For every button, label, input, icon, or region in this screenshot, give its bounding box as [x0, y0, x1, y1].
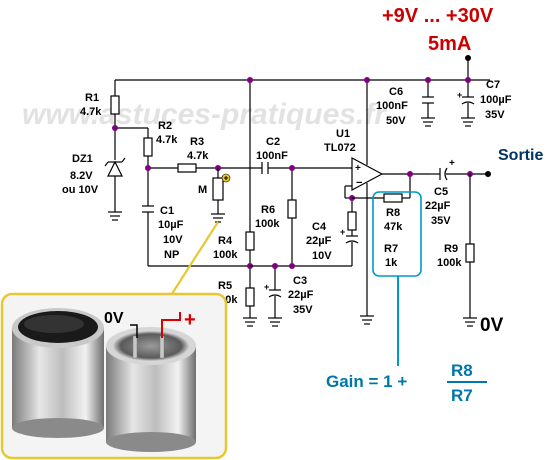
- supply-voltage-label: +9V ... +30V: [382, 5, 494, 27]
- microphone-inset: 0V +: [0, 292, 228, 460]
- gain-formula: Gain = 1 + R8 R7: [326, 361, 487, 405]
- resistor-r1: [110, 95, 120, 160]
- dz1-ref: DZ1: [72, 153, 93, 165]
- c7-value: 100µF: [480, 94, 512, 106]
- c2-ref: C2: [266, 136, 280, 148]
- c5-ref: C5: [434, 186, 448, 198]
- gain-prefix: Gain = 1 +: [326, 372, 407, 391]
- capacitor-c1: [142, 205, 250, 267]
- capacitor-c2: [261, 162, 352, 174]
- r6-ref: R6: [261, 204, 275, 216]
- junction-dot: [145, 165, 151, 171]
- r1-value: 4.7k: [80, 106, 102, 118]
- mic-callout-line: [167, 221, 219, 301]
- gain-denominator: R7: [451, 386, 473, 405]
- c3-value: 22µF: [288, 289, 314, 301]
- c6-voltage: 50V: [386, 115, 406, 127]
- dz1-alt-voltage: ou 10V: [62, 184, 99, 196]
- microphone-m: [211, 168, 231, 223]
- junction-dot: [247, 77, 253, 83]
- dz1-voltage: 8.2V: [70, 170, 93, 182]
- svg-text:+: +: [449, 158, 455, 169]
- junction-dot: [289, 263, 295, 269]
- r4-ref: R4: [218, 235, 233, 247]
- c1-ref: C1: [160, 205, 174, 217]
- mic-zero-label: 0V: [104, 310, 124, 327]
- c7-voltage: 35V: [485, 109, 505, 121]
- top-rail-wire: [114, 79, 490, 96]
- r2-value: 4.7k: [156, 134, 178, 146]
- junction-dot: [364, 77, 370, 83]
- r1-ref: R1: [85, 92, 99, 104]
- junction-dot: [272, 263, 278, 269]
- supply-current-label: 5mA: [428, 33, 471, 55]
- c3-voltage: 35V: [293, 304, 313, 316]
- r3-ref: R3: [190, 136, 204, 148]
- capacitor-c4: +: [340, 227, 359, 266]
- resistor-r7: [347, 211, 357, 236]
- r9-value: 100k: [437, 257, 462, 269]
- gain-numerator: R8: [451, 361, 473, 380]
- c3-ref: C3: [293, 275, 307, 287]
- r8-ref: R8: [386, 207, 400, 219]
- c5-value: 22µF: [425, 200, 451, 212]
- r2-ref: R2: [158, 120, 172, 132]
- junction-dot: [407, 171, 413, 177]
- svg-text:+: +: [355, 163, 361, 174]
- mic-plus-label: +: [184, 309, 196, 331]
- r3-value: 4.7k: [187, 150, 209, 162]
- c4-voltage: 10V: [312, 250, 332, 262]
- svg-text:+: +: [264, 282, 269, 292]
- opamp-u1: + −: [351, 81, 384, 325]
- r8-value: 47k: [384, 221, 403, 233]
- r1-r2-wire: [115, 127, 149, 138]
- junction-dot: [112, 125, 118, 131]
- u1-value: TL072: [324, 142, 356, 154]
- junction-dot: [289, 165, 295, 171]
- watermark: www.astuces-pratiques.fr: [22, 98, 388, 131]
- capacitor-c5: +: [430, 158, 488, 181]
- svg-text:−: −: [356, 177, 362, 189]
- resistor-r2: [143, 137, 153, 206]
- c2-value: 100nF: [256, 150, 288, 162]
- ground-label: 0V: [480, 315, 504, 336]
- r7-value: 1k: [385, 257, 398, 269]
- c6-value: 100nF: [376, 100, 408, 112]
- svg-text:+: +: [340, 227, 345, 237]
- capacitor-c6: [421, 80, 435, 127]
- zener-dz1: [104, 157, 126, 221]
- c6-ref: C6: [389, 86, 403, 98]
- resistor-r6: [287, 168, 297, 266]
- resistor-r9: [463, 174, 477, 327]
- r4-value: 100k: [213, 249, 238, 261]
- resistor-r3: [177, 163, 218, 173]
- c4-ref: C4: [312, 221, 327, 233]
- u1-ref: U1: [336, 128, 350, 140]
- resistor-r8: [352, 193, 410, 203]
- resistor-r5: [243, 287, 257, 327]
- c1-type: NP: [164, 249, 179, 261]
- capacitor-c3: +: [264, 266, 282, 327]
- c7-ref: C7: [486, 79, 500, 91]
- mic-ref: M: [198, 184, 207, 196]
- output-terminal: [485, 171, 491, 177]
- r9-ref: R9: [444, 243, 458, 255]
- c1-value: 10µF: [158, 219, 184, 231]
- svg-text:+: +: [457, 90, 462, 100]
- junction-dot: [425, 77, 431, 83]
- c4-value: 22µF: [306, 235, 332, 247]
- r5-ref: R5: [218, 280, 232, 292]
- output-label: Sortie: [498, 147, 543, 164]
- junction-dot: [465, 77, 471, 83]
- c1-voltage: 10V: [163, 234, 183, 246]
- capacitor-c7: +: [457, 80, 475, 127]
- supply-terminal: [465, 55, 471, 80]
- r6-value: 100k: [255, 218, 280, 230]
- c5-voltage: 35V: [431, 215, 451, 227]
- r7-ref: R7: [384, 243, 398, 255]
